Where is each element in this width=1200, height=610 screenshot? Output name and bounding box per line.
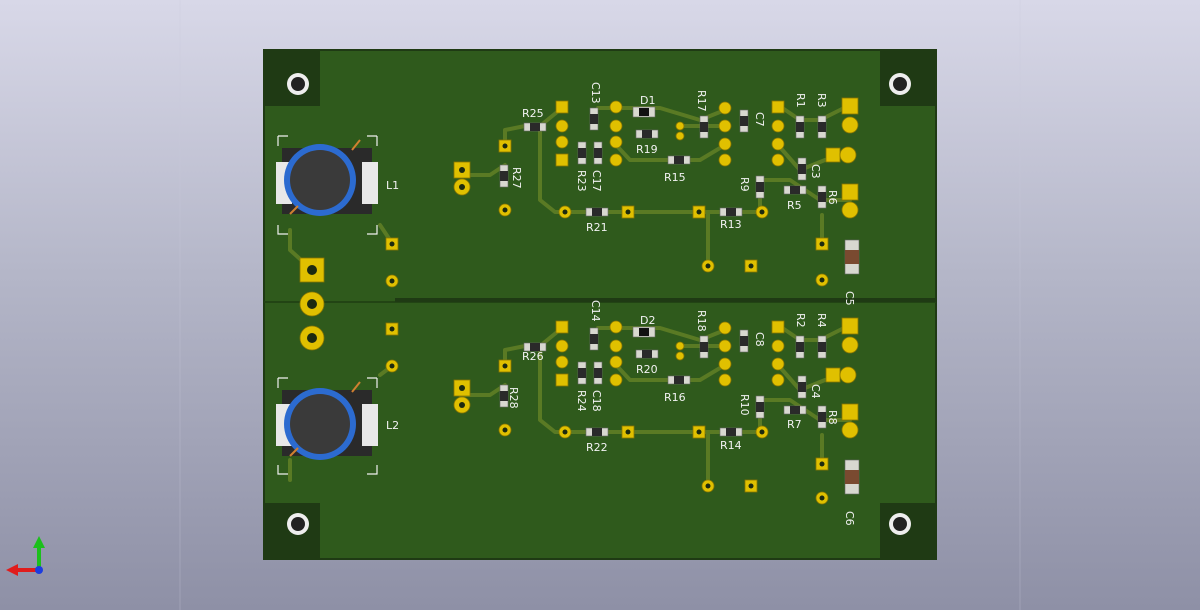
ref-r5: R5 [787,199,802,212]
ref-r15: R15 [664,171,686,184]
ref-r9: R9 [738,177,751,192]
ref-r20: R20 [636,363,658,376]
ref-r18: R18 [695,310,708,332]
xyz-axis-icon [6,536,45,576]
ref-r1: R1 [794,93,807,108]
ref-l2: L2 [386,419,399,432]
smd-components-bottom [499,326,860,495]
inductor-l2[interactable] [276,377,378,475]
ref-r14: R14 [720,439,742,452]
ref-r16: R16 [664,391,686,404]
ref-c17: C17 [590,170,603,192]
ref-r10: R10 [738,394,751,416]
ref-r8: R8 [826,410,839,425]
ref-r17: R17 [695,90,708,112]
ref-r2: R2 [794,313,807,328]
ref-r28: R28 [507,387,520,409]
ref-c6: C6 [843,511,856,526]
ref-c4: C4 [809,384,822,399]
ref-c7: C7 [753,112,766,127]
ref-r3: R3 [815,93,828,108]
section-bottom: L2 [276,300,860,526]
ref-c18: C18 [590,390,603,412]
background-grid [179,0,1021,610]
ref-r4: R4 [815,313,828,328]
ref-r6: R6 [826,190,839,205]
ref-l1: L1 [386,179,399,192]
ref-c14: C14 [589,300,602,322]
inductor-l1[interactable] [276,135,378,235]
ref-d1: D1 [640,94,655,107]
section-top: L1 [276,82,860,351]
ref-r22: R22 [586,441,608,454]
ref-r13: R13 [720,218,742,231]
ref-c8: C8 [753,332,766,347]
ref-r26: R26 [522,350,544,363]
ref-r27: R27 [510,167,523,189]
smd-components-top [499,106,860,275]
connector-j-top[interactable] [299,257,325,351]
ref-r19: R19 [636,143,658,156]
mounting-hole-icon [287,73,911,535]
ref-r25: R25 [522,107,544,120]
ref-r7: R7 [787,418,802,431]
ref-c3: C3 [809,164,822,179]
ref-c13: C13 [589,82,602,104]
ref-d2: D2 [640,314,655,327]
ref-r21: R21 [586,221,608,234]
ref-r23: R23 [575,170,588,192]
ref-r24: R24 [575,390,588,412]
ref-c5: C5 [843,291,856,306]
